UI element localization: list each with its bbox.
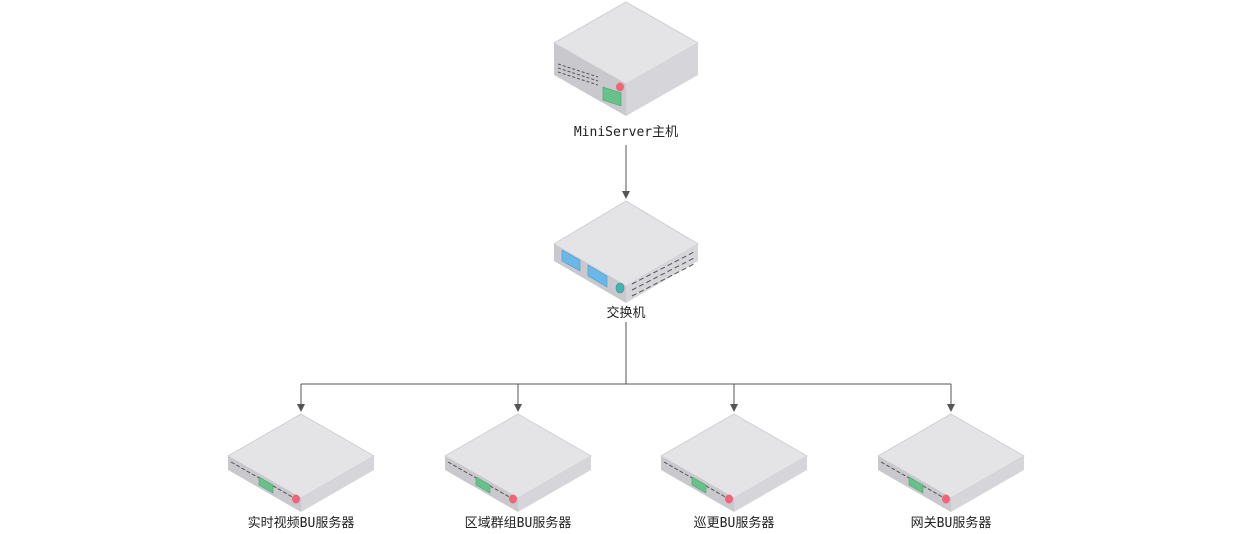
switch-node: 交换机 [553,200,699,321]
server-label: 网关BU服务器 [911,515,992,531]
mini-server-label: MiniServer主机 [574,125,678,140]
mini-server-node: MiniServer主机 [552,1,700,140]
server-node-2: 区域群组BU服务器 [443,413,593,531]
server-label: 巡更BU服务器 [694,515,775,531]
switch-icon [553,200,699,303]
server-icon [659,413,809,512]
connectors [297,145,955,412]
server-label: 区域群组BU服务器 [465,515,572,531]
server-icon [443,413,593,512]
server-icon [876,413,1026,512]
server-node-3: 巡更BU服务器 [659,413,809,531]
switch-label: 交换机 [606,305,645,321]
mini-server-icon [552,1,700,116]
server-label: 实时视频BU服务器 [248,515,355,531]
server-icon [226,413,376,512]
server-node-4: 网关BU服务器 [876,413,1026,531]
server-node-1: 实时视频BU服务器 [226,413,376,531]
